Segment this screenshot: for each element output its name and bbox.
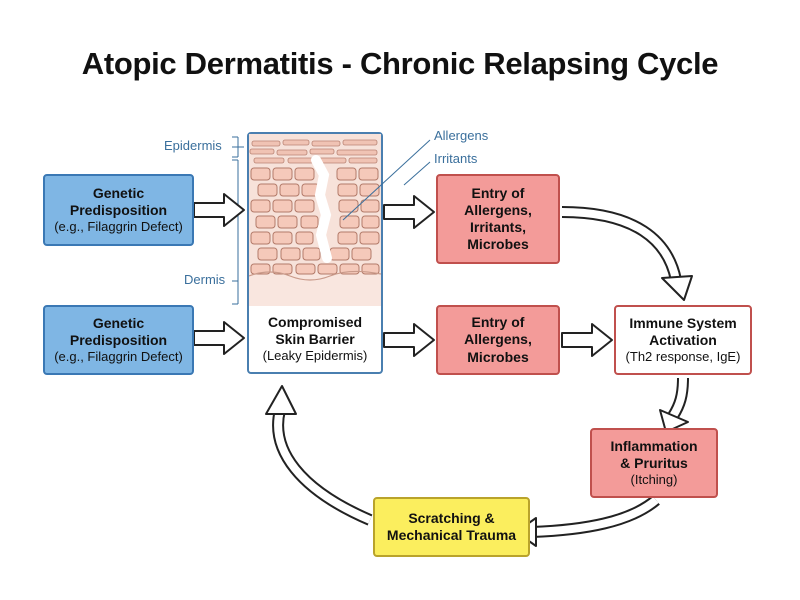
entry-top-line3: Irritants,: [469, 219, 526, 235]
irritants-label: Irritants: [434, 151, 478, 166]
genetic-predisposition-top-box: Genetic Predisposition (e.g., Filaggrin …: [43, 174, 194, 246]
entry-allergens-irritants-microbes-box: Entry of Allergens, Irritants, Microbes: [436, 174, 560, 264]
barrier-line3: (Leaky Epidermis): [262, 348, 368, 364]
allergens-label: Allergens: [434, 128, 489, 143]
arrow-entry-top-to-immune: [661, 275, 693, 301]
immune-system-activation-box: Immune System Activation (Th2 response, …: [614, 305, 752, 375]
dermis-label: Dermis: [184, 272, 226, 287]
entry-top-line1: Entry of: [471, 184, 525, 201]
barrier-line1: Compromised: [267, 313, 363, 330]
entry-bottom-line3: Microbes: [467, 348, 529, 365]
genetic-bottom-line1: Genetic: [92, 314, 145, 331]
inflammation-line1: Inflammation: [610, 437, 698, 454]
immune-line3: (Th2 response, IgE): [625, 349, 741, 365]
label-pointer-lines: [342, 139, 431, 221]
genetic-predisposition-bottom-box: Genetic Predisposition (e.g., Filaggrin …: [43, 305, 194, 375]
arrow-genetic-bottom-to-barrier: [193, 321, 245, 355]
arrow-barrier-to-entry-top: [383, 195, 435, 229]
arrow-genetic-top-to-barrier: [193, 193, 245, 227]
arrow-scratching-to-barrier: [265, 385, 297, 415]
immune-line2: Activation: [649, 332, 717, 349]
entry-allergens-microbes-box: Entry of Allergens, Microbes: [436, 305, 560, 375]
arrow-immune-to-inflammation: [659, 409, 689, 433]
scratching-line2: Mechanical Trauma: [386, 527, 517, 543]
genetic-top-line3: (e.g., Filaggrin Defect): [54, 219, 183, 235]
skin-cross-section-illustration: [249, 134, 381, 306]
inflammation-line3: (Itching): [630, 472, 678, 488]
immune-line1: Immune System: [629, 314, 737, 331]
entry-top-line2: Allergens,: [464, 201, 532, 218]
genetic-bottom-line2: Predisposition: [69, 332, 168, 349]
genetic-bottom-line3: (e.g., Filaggrin Defect): [54, 349, 183, 365]
arrow-entry-bottom-to-immune: [561, 323, 613, 357]
arrow-barrier-to-entry-bottom: [383, 323, 435, 357]
genetic-top-line1: Genetic: [92, 184, 145, 201]
entry-bottom-line2: Allergens,: [464, 331, 532, 348]
scratching-line1: Scratching &: [408, 509, 495, 526]
genetic-top-line2: Predisposition: [69, 202, 168, 219]
inflammation-line2: & Pruritus: [620, 455, 688, 472]
epidermis-label: Epidermis: [164, 138, 222, 153]
scratching-mechanical-trauma-box: Scratching & Mechanical Trauma: [373, 497, 530, 557]
layer-bracket: [232, 136, 244, 305]
entry-top-line4: Microbes: [467, 236, 529, 253]
barrier-line2: Skin Barrier: [275, 331, 355, 348]
inflammation-pruritus-box: Inflammation & Pruritus (Itching): [590, 428, 718, 498]
entry-bottom-line1: Entry of: [471, 314, 525, 331]
diagram-title: Atopic Dermatitis - Chronic Relapsing Cy…: [81, 46, 719, 81]
